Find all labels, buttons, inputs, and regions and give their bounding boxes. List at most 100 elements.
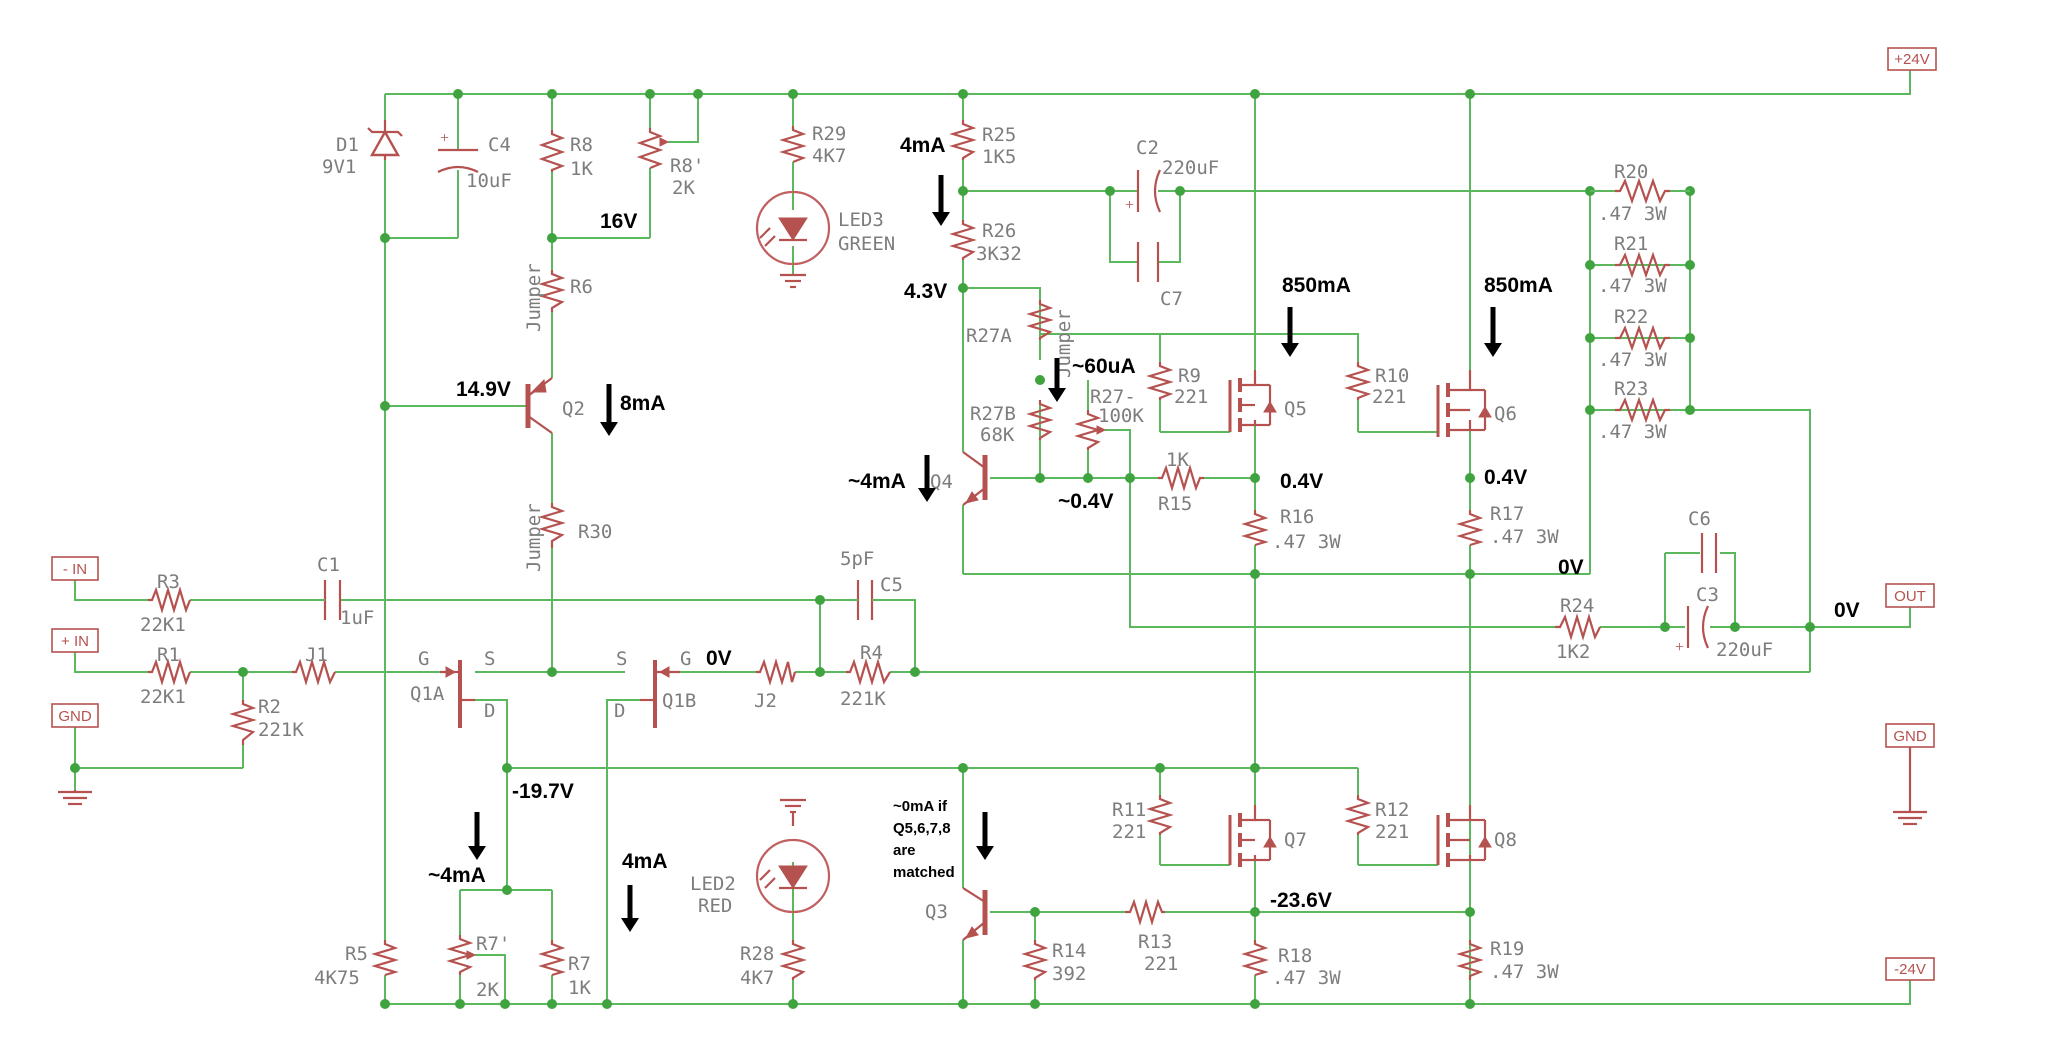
capacitor-c3: + [1675,605,1709,656]
junction-dots [70,89,1815,1009]
label-r14-value: 392 [1052,963,1086,985]
label-r3: R3 [157,571,180,593]
label-c5-value: 5pF [840,548,874,570]
label-c7: C7 [1160,288,1183,310]
zener-diode-d1 [367,120,403,160]
transistor-q4 [962,451,988,506]
label-r7: R7 [568,953,591,975]
label-q1a-g: G [418,648,429,670]
svg-text:+: + [1675,639,1684,656]
svg-text:OUT: OUT [1894,588,1926,605]
label-q1b-d: D [614,700,625,722]
annotation-4ma-q4: ~4mA [848,470,906,493]
led-led2 [755,798,831,914]
label-r24: R24 [1560,595,1594,617]
label-q1a-s: S [484,648,495,670]
resistor-r20 [1590,177,1690,205]
led-led3 [755,190,831,289]
resistor-r15 [1158,464,1204,492]
component-labels: D1 9V1 C4 10uF R8 1K R8' 2K R29 4K7 LED3… [140,123,1773,1001]
annotation-0ma-line3: are [893,842,916,859]
svg-text:+24V: +24V [1894,51,1929,68]
resistor-r27b [1026,400,1054,440]
port-out: OUT [1885,583,1935,608]
resistor-r30 [538,503,566,548]
resistor-r12 [1344,795,1372,835]
label-r17: R17 [1490,503,1524,525]
label-r30: R30 [578,521,612,543]
transistor-q2 [525,377,553,434]
label-led2: LED2 [690,873,736,895]
label-r30-jumper: Jumper [523,503,545,572]
label-r21-value: .47 3W [1598,275,1667,297]
label-r11-value: 221 [1112,821,1146,843]
resistor-r23 [1615,396,1670,424]
capacitor-c1 [310,580,342,620]
label-r27a: R27A [966,325,1012,347]
resistor-r16 [1241,510,1269,547]
resistor-r9 [1146,362,1174,400]
label-q7: Q7 [1284,829,1307,851]
capacitor-c4: + [437,130,479,173]
annotation-4ma-mid: 4mA [622,850,668,873]
label-r10: R10 [1375,365,1409,387]
annotation-0ma-line1: ~0mA if [893,798,948,815]
ground-icon-right [1893,747,1927,826]
label-r19: R19 [1490,938,1524,960]
label-q1b-s: S [616,648,627,670]
annotation-0v-q1b: 0V [706,647,732,670]
label-j2: J2 [754,690,777,712]
resistor-r18 [1241,940,1269,977]
label-r8-value: 1K [570,158,593,180]
label-q1a-d: D [484,700,495,722]
label-r25: R25 [982,124,1016,146]
label-led2-value: RED [698,895,732,917]
label-c2: C2 [1136,137,1159,159]
label-d1-value: 9V1 [322,156,356,178]
label-r21: R21 [1614,233,1648,255]
label-r29-value: 4K7 [812,145,846,167]
resistor-r24 [1555,613,1601,641]
label-r5-value: 4K75 [314,967,360,989]
resistor-r10 [1344,362,1372,400]
label-r11: R11 [1112,799,1146,821]
arrow-down-icon [1048,358,1066,402]
label-led3-value: GREEN [838,233,895,255]
label-r20-value: .47 3W [1598,203,1667,225]
label-r9-value: 221 [1174,386,1208,408]
label-r16-value: .47 3W [1272,531,1341,553]
resistor-r1 [148,658,192,686]
resistor-r4 [846,658,891,686]
port-gnd-left: GND [51,703,99,728]
label-r12-value: 221 [1375,821,1409,843]
label-q1a: Q1A [410,683,445,705]
label-c4-value: 10uF [466,170,512,192]
annotation-0v-out: 0V [1834,599,1860,622]
annotation-0v-r17: 0V [1558,556,1584,579]
jumper-j2 [756,658,797,686]
potentiometer-r27 [1074,410,1107,450]
potentiometer-r7p [446,935,477,975]
port-pos-in: + IN [51,628,99,653]
label-r8p-value: 2K [672,177,695,199]
label-r18-value: .47 3W [1272,967,1341,989]
label-r20: R20 [1614,161,1648,183]
resistor-r2 [229,700,257,745]
label-r7p-value: 2K [476,979,499,1001]
resistor-r25 [949,120,977,160]
label-c5: C5 [880,574,903,596]
label-r1: R1 [157,644,180,666]
annotation-minus-23-6v: -23.6V [1270,889,1332,912]
label-r27b: R27B [970,403,1016,425]
resistor-r27a [1026,300,1054,340]
label-r9: R9 [1178,365,1201,387]
label-r2-value: 221K [258,719,304,741]
resistor-r14 [1021,940,1049,980]
arrow-down-icon [976,812,994,860]
ground-icon-left [58,790,92,806]
label-r2: R2 [258,696,281,718]
mosfet-q7 [1228,805,1277,867]
mosfet-q8 [1436,805,1492,867]
current-arrows [468,175,1502,932]
